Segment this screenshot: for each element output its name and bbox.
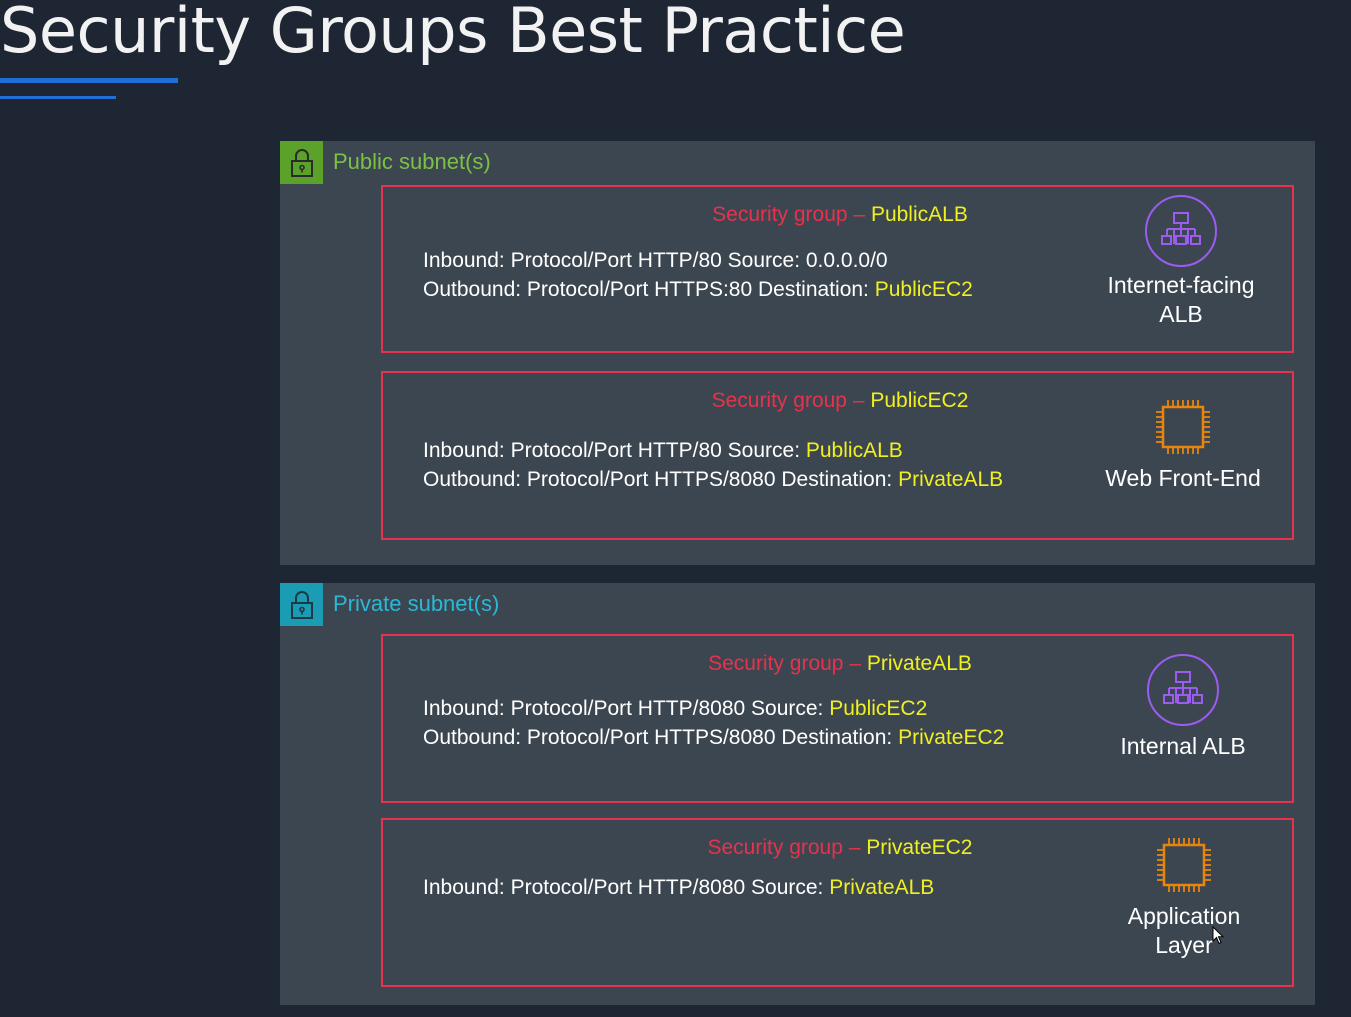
private-subnet-label: Private subnet(s)	[333, 591, 500, 616]
inbound-rule-target: PublicEC2	[829, 697, 928, 720]
ec2-chip-icon	[1157, 838, 1211, 892]
security-group-name: PublicALB	[870, 203, 968, 226]
resource-label: Application	[1127, 903, 1241, 929]
outbound-rule-target: PrivateALB	[898, 468, 1004, 491]
load-balancer-icon	[1145, 195, 1217, 267]
private-subnet-panel: Private subnet(s) Security group – Priva…	[280, 583, 1315, 1005]
lock-icon	[280, 141, 323, 184]
resource-internal-alb: Internal ALB	[1073, 654, 1293, 761]
security-group-name: PublicEC2	[870, 389, 969, 412]
outbound-rule-target: PrivateEC2	[898, 726, 1005, 749]
security-group-title: Security group – PublicALB	[383, 203, 1297, 227]
resource-label: Web Front-End	[1105, 465, 1261, 491]
outbound-rule: Outbound: Protocol/Port HTTPS/8080 Desti…	[423, 468, 1003, 492]
security-group-label: Security group –	[707, 836, 867, 859]
outbound-rule-target: PublicEC2	[874, 278, 973, 301]
inbound-rule-text: Inbound: Protocol/Port HTTP/8080 Source:	[423, 876, 830, 899]
resource-label: Internet-facing	[1107, 272, 1255, 298]
resource-internet-facing-alb: Internet-facing ALB	[1071, 195, 1291, 329]
security-group-label: Security group –	[712, 203, 871, 226]
outbound-rule: Outbound: Protocol/Port HTTPS:80 Destina…	[423, 278, 973, 302]
outbound-rule-text: Outbound: Protocol/Port HTTPS:80 Destina…	[423, 278, 875, 301]
public-subnet-label: Public subnet(s)	[333, 149, 491, 174]
inbound-rule-target: PublicALB	[805, 439, 903, 462]
inbound-rule-text: Inbound: Protocol/Port HTTP/80 Source:	[423, 439, 806, 462]
inbound-rule: Inbound: Protocol/Port HTTP/80 Source: P…	[423, 439, 903, 463]
inbound-rule: Inbound: Protocol/Port HTTP/80 Source: 0…	[423, 249, 888, 273]
load-balancer-icon	[1147, 654, 1219, 726]
security-group-label: Security group –	[711, 389, 871, 412]
security-group-label: Security group –	[708, 652, 867, 675]
security-group-public-alb: Security group – PublicALB Inbound: Prot…	[381, 185, 1294, 353]
title-underline	[0, 78, 178, 83]
inbound-rule-text: Inbound: Protocol/Port HTTP/80 Source: 0…	[423, 249, 888, 272]
outbound-rule-text: Outbound: Protocol/Port HTTPS/8080 Desti…	[423, 726, 899, 749]
ec2-chip-icon	[1156, 400, 1210, 454]
security-group-name: PrivateALB	[866, 652, 972, 675]
outbound-rule-text: Outbound: Protocol/Port HTTPS/8080 Desti…	[423, 468, 899, 491]
title-underline-secondary	[0, 96, 116, 99]
inbound-rule-target: PrivateALB	[829, 876, 935, 899]
resource-label: Internal ALB	[1120, 733, 1246, 759]
resource-web-front-end: Web Front-End	[1073, 397, 1293, 493]
lock-icon	[280, 583, 323, 626]
outbound-rule: Outbound: Protocol/Port HTTPS/8080 Desti…	[423, 726, 1004, 750]
inbound-rule: Inbound: Protocol/Port HTTP/8080 Source:…	[423, 697, 927, 721]
security-group-private-ec2: Security group – PrivateEC2 Inbound: Pro…	[381, 818, 1294, 987]
security-group-public-ec2: Security group – PublicEC2 Inbound: Prot…	[381, 371, 1294, 540]
resource-label: ALB	[1159, 301, 1203, 327]
security-group-title: Security group – PublicEC2	[383, 389, 1297, 413]
security-group-name: PrivateEC2	[866, 836, 973, 859]
mouse-cursor-icon	[1212, 926, 1225, 945]
resource-application-layer: Application Layer	[1074, 835, 1294, 960]
security-group-title: Security group – PrivateALB	[383, 652, 1297, 676]
page-title: Security Groups Best Practice	[0, 0, 906, 67]
inbound-rule: Inbound: Protocol/Port HTTP/8080 Source:…	[423, 876, 934, 900]
public-subnet-panel: Public subnet(s) Security group – Public…	[280, 141, 1315, 565]
inbound-rule-text: Inbound: Protocol/Port HTTP/8080 Source:	[423, 697, 830, 720]
resource-label: Layer	[1155, 932, 1213, 958]
security-group-title: Security group – PrivateEC2	[383, 836, 1297, 860]
security-group-private-alb: Security group – PrivateALB Inbound: Pro…	[381, 634, 1294, 803]
